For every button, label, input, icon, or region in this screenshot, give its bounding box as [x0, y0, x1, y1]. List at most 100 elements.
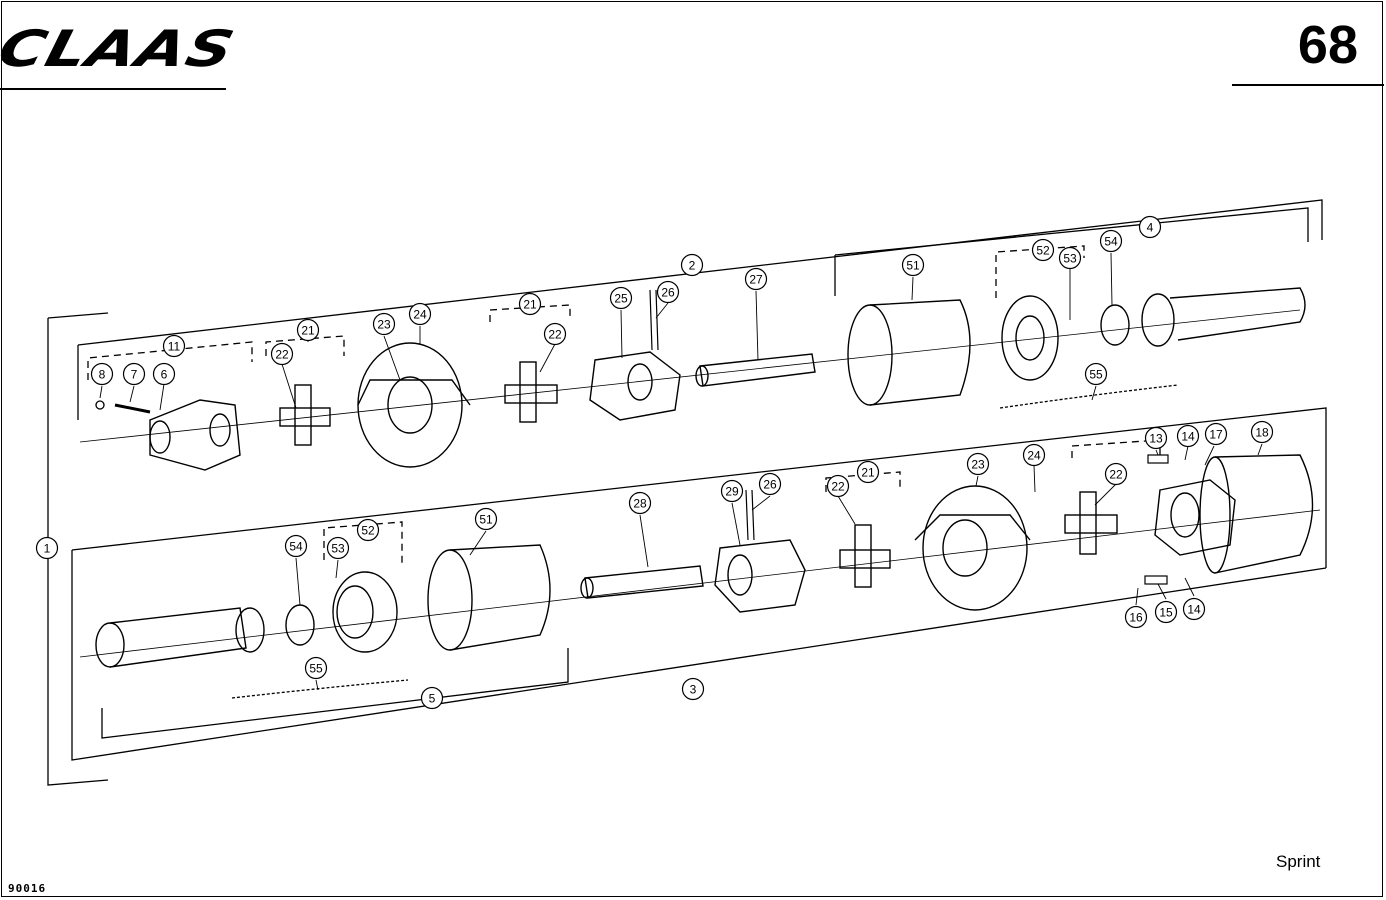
callout-label: 21 [301, 324, 315, 338]
part-bolt-15 [1144, 575, 1168, 585]
callout-label: 53 [331, 542, 345, 556]
callout-circle [1022, 443, 1046, 467]
callout-circle [744, 267, 768, 291]
callout-4: 4 [1138, 215, 1162, 239]
callout-label: 3 [690, 683, 697, 697]
part-chain-top [999, 384, 1179, 409]
callout-circle [966, 452, 990, 476]
callout-22: 22 [826, 474, 850, 498]
callout-54: 54 [1099, 229, 1123, 253]
callout-label: 13 [1149, 432, 1163, 446]
callout-label: 26 [763, 478, 777, 492]
part-guard-bearing-bottom [332, 571, 398, 653]
callout-circle [284, 534, 308, 558]
callout-51: 51 [901, 253, 925, 277]
callout-28: 28 [628, 491, 652, 515]
callout-label: 23 [971, 458, 985, 472]
group-bracket-5 [101, 648, 569, 739]
part-guard-ring-top [1100, 304, 1130, 346]
callout-circle [1154, 600, 1178, 624]
callout-label: 22 [548, 328, 562, 342]
callout-label: 21 [861, 466, 875, 480]
callout-label: 2 [689, 259, 696, 273]
callout-53: 53 [1058, 246, 1082, 270]
callout-label: 1 [44, 542, 51, 556]
callout-circle [162, 334, 186, 358]
part-bearing-disc-top [357, 342, 471, 468]
callout-label: 6 [161, 368, 168, 382]
callout-53: 53 [326, 536, 350, 560]
callout-circle [152, 362, 176, 386]
callout-21: 21 [296, 318, 320, 342]
callout-circle [1138, 215, 1162, 239]
part-chain-bottom [231, 679, 409, 699]
callout-label: 52 [361, 524, 375, 538]
callout-circle [474, 507, 498, 531]
callout-label: 7 [131, 368, 138, 382]
callout-circle [1058, 246, 1082, 270]
group-bracket-52b [323, 521, 403, 566]
callout-circle [1099, 229, 1123, 253]
callout-21: 21 [518, 292, 542, 316]
page-number: 68 [1297, 15, 1358, 75]
callout-label: 22 [831, 480, 845, 494]
callout-54: 54 [284, 534, 308, 558]
part-guard-tube-bottom [95, 607, 265, 668]
callout-15: 15 [1154, 600, 1178, 624]
callout-circle [356, 518, 380, 542]
callout-label: 27 [749, 273, 763, 287]
callout-label: 54 [1104, 235, 1118, 249]
callout-26: 26 [656, 280, 680, 304]
callout-5: 5 [420, 686, 444, 710]
callout-circle [1124, 605, 1148, 629]
callout-label: 14 [1181, 430, 1195, 444]
callout-circle [122, 362, 146, 386]
callout-circle [1084, 362, 1108, 386]
callout-circle [656, 280, 680, 304]
callout-circle [35, 536, 59, 560]
callout-55: 55 [1084, 362, 1108, 386]
callout-label: 22 [1109, 468, 1123, 482]
part-guard-cone-top [847, 299, 971, 406]
callout-14: 14 [1176, 424, 1200, 448]
part-yoke-outer-bottom [1154, 479, 1236, 556]
callout-7: 7 [122, 362, 146, 386]
callout-circle [90, 362, 114, 386]
callout-label: 55 [309, 662, 323, 676]
drawing-code: 90016 [8, 882, 47, 895]
callout-circle [270, 342, 294, 366]
callout-label: 8 [99, 368, 106, 382]
callout-25: 25 [609, 286, 633, 310]
callout-circle [1031, 238, 1055, 262]
callout-circle [304, 656, 328, 680]
callout-23: 23 [372, 312, 396, 336]
callout-29: 29 [720, 479, 744, 503]
part-nut-top [95, 400, 105, 410]
part-yoke-inner-bottom [714, 539, 806, 613]
callout-label: 16 [1129, 611, 1143, 625]
callout-circle [518, 292, 542, 316]
callout-55: 55 [304, 656, 328, 680]
callout-label: 51 [479, 513, 493, 527]
callout-circle [826, 474, 850, 498]
part-guard-ring-bottom [285, 604, 315, 646]
callout-22: 22 [270, 342, 294, 366]
part-roll-pin-top [649, 289, 659, 351]
callout-label: 28 [633, 497, 647, 511]
callout-circle [720, 479, 744, 503]
part-guard-cone-bottom [427, 544, 551, 651]
callout-16: 16 [1124, 605, 1148, 629]
part-bolt-13 [1147, 454, 1169, 464]
model-name: Sprint [1276, 852, 1321, 871]
callout-circle [296, 318, 320, 342]
part-roll-pin-bottom [745, 489, 755, 541]
callout-13: 13 [1144, 426, 1168, 450]
header-rule-right [1232, 84, 1384, 86]
callout-label: 21 [523, 298, 537, 312]
callout-label: 26 [661, 286, 675, 300]
callout-22: 22 [543, 322, 567, 346]
part-guard-bearing-top [1001, 295, 1059, 381]
